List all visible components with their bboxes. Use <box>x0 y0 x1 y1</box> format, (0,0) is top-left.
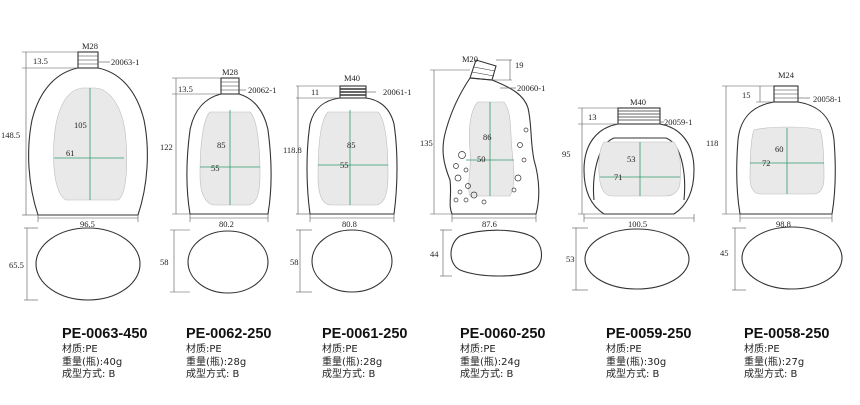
spec-material-5: 材质:PE <box>606 344 642 355</box>
bottle-5-neck <box>617 107 661 125</box>
bottle-1-top-view <box>35 227 141 301</box>
model-name-6: PE-0058-250 <box>744 326 830 342</box>
bottle-1-label-width: 61 <box>66 148 75 158</box>
bottle-3-neck-height: 11 <box>311 87 319 97</box>
bottle-6-neck-label: M24 <box>778 70 795 80</box>
bottle-5-depth: 53 <box>566 254 575 264</box>
spec-weight-4: 重量(瓶):24g <box>460 356 521 368</box>
bottle-3-label-area <box>317 111 389 206</box>
bottle-5-body-outline <box>583 123 695 215</box>
bottle-3-neck-label: M40 <box>344 73 360 83</box>
spec-block-2: 材质:PE 重量(瓶):28g 成型方式: B <box>186 344 246 382</box>
bottle-4-height: 135 <box>420 138 433 148</box>
bottle-2-front-view <box>170 77 272 293</box>
bottle-4-bubble-decoration <box>453 127 529 205</box>
bottle-3-ref: 20061-1 <box>383 87 411 97</box>
bottle-1-depth: 65.5 <box>9 260 24 270</box>
spec-material-4: 材质:PE <box>460 344 496 355</box>
bottle-1-width: 96.5 <box>80 219 95 229</box>
bottle-5-width: 100.5 <box>628 219 647 229</box>
bottle-6-neck-height: 15 <box>742 90 751 100</box>
bottle-5-height: 95 <box>562 149 571 159</box>
bottle-2-neck-label: M28 <box>222 67 238 77</box>
bottle-5-neck-height: 13 <box>588 112 597 122</box>
spec-material-2: 材质:PE <box>186 344 222 355</box>
bottle-4-depth: 44 <box>430 249 439 259</box>
spec-weight-5: 重量(瓶):30g <box>606 356 667 368</box>
spec-block-4: 材质:PE 重量(瓶):24g 成型方式: B <box>460 344 520 382</box>
bottle-3-label-width: 55 <box>340 160 349 170</box>
spec-block-6: 材质:PE 重量(瓶):27g 成型方式: B <box>744 344 804 382</box>
bottle-5-label-width: 71 <box>614 172 623 182</box>
spec-method-3: 成型方式: B <box>322 369 376 380</box>
spec-method-2: 成型方式: B <box>186 369 240 380</box>
spec-block-5: 材质:PE 重量(瓶):30g 成型方式: B <box>606 344 666 382</box>
spec-method-5: 成型方式: B <box>606 369 660 380</box>
spec-block-3: 材质:PE 重量(瓶):28g 成型方式: B <box>322 344 382 382</box>
bottle-4-top-view <box>450 229 543 277</box>
bottle-6-ref: 20058-1 <box>813 94 841 104</box>
bottle-3-label-height: 85 <box>347 140 356 150</box>
bottle-4-neck <box>469 59 497 81</box>
bottle-5-inner-window <box>593 137 686 201</box>
bottle-4-ref: 20060-1 <box>517 83 545 93</box>
model-name-1: PE-0063-450 <box>62 326 148 342</box>
bottle-2-width: 80.2 <box>219 219 234 229</box>
bottle-4-front-view <box>430 59 540 277</box>
bottle-4-neck-height: 19 <box>515 60 524 70</box>
spec-weight-2: 重量(瓶):28g <box>186 356 247 368</box>
bottle-6-top-view <box>741 226 843 290</box>
bottle-5-label-height: 53 <box>627 154 636 164</box>
bottle-2-depth: 58 <box>160 257 169 267</box>
spec-weight-3: 重量(瓶):28g <box>322 356 383 368</box>
bottle-2-top-view <box>187 230 269 294</box>
bottle-3-height: 118.8 <box>283 145 302 155</box>
spec-block-1: 材质:PE 重量(瓶):40g 成型方式: B <box>62 344 122 382</box>
bottle-2-label-height: 85 <box>217 140 226 150</box>
bottle-1-height: 148.5 <box>1 130 20 140</box>
bottle-1-front-view <box>22 51 148 301</box>
bottle-5-top-view <box>584 228 690 290</box>
model-name-2: PE-0062-250 <box>186 326 272 342</box>
bottle-1-label-height: 105 <box>74 120 87 130</box>
bottle-5-front-view <box>572 107 695 291</box>
bottle-4-neck-label: M20 <box>462 54 478 64</box>
model-name-3: PE-0061-250 <box>322 326 408 342</box>
spec-material-3: 材质:PE <box>322 344 358 355</box>
bottle-4-label-area <box>468 101 515 197</box>
model-name-4: PE-0060-250 <box>460 326 546 342</box>
bottle-3-front-view <box>296 85 398 293</box>
bottle-6-depth: 45 <box>720 248 729 258</box>
bottle-5-neck-label: M40 <box>630 97 646 107</box>
bottle-5-ref: 20059-1 <box>664 117 692 127</box>
spec-weight-1: 重量(瓶):40g <box>62 356 123 368</box>
bottle-3-width: 80.8 <box>342 219 357 229</box>
spec-method-4: 成型方式: B <box>460 369 514 380</box>
bottle-6-label-width: 72 <box>762 158 771 168</box>
bottle-3-depth: 58 <box>290 257 299 267</box>
model-name-5: PE-0059-250 <box>606 326 692 342</box>
bottle-1-neck-height: 13.5 <box>33 56 48 66</box>
bottle-4-label-height: 86 <box>483 132 492 142</box>
bottle-2-neck-height: 13.5 <box>178 84 193 94</box>
bottle-6-width: 98.8 <box>776 219 791 229</box>
spec-material-1: 材质:PE <box>62 344 98 355</box>
spec-weight-6: 重量(瓶):27g <box>744 356 805 368</box>
bottle-2-ref: 20062-1 <box>248 85 276 95</box>
bottle-2-height: 122 <box>160 142 173 152</box>
bottle-1-neck-label: M28 <box>82 41 98 51</box>
bottle-6-front-view <box>722 85 836 291</box>
spec-material-6: 材质:PE <box>744 344 780 355</box>
bottle-3-top-view <box>311 229 393 293</box>
bottle-1-ref: 20063-1 <box>111 57 139 67</box>
spec-method-6: 成型方式: B <box>744 369 798 380</box>
bottle-4-label-width: 50 <box>477 154 486 164</box>
spec-method-1: 成型方式: B <box>62 369 116 380</box>
bottle-6-label-height: 60 <box>775 144 784 154</box>
bottle-2-label-width: 55 <box>211 163 220 173</box>
bottle-6-height: 118 <box>706 138 718 148</box>
bottle-4-width: 87.6 <box>482 219 497 229</box>
